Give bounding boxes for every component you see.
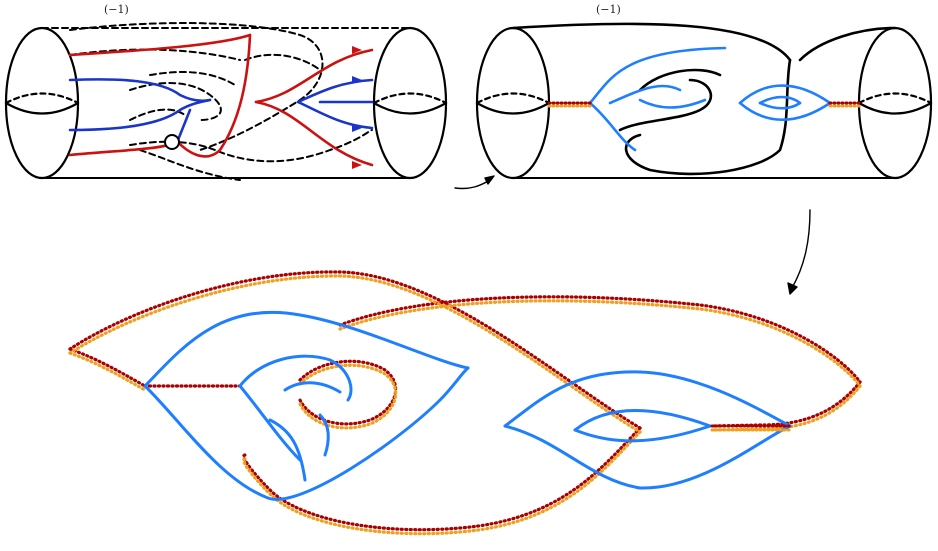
framing-label-right: (−1) — [596, 3, 621, 16]
handle-sphere-left-2 — [475, 26, 551, 180]
black-inner-strands — [618, 58, 792, 176]
handle-tube-2 — [511, 22, 897, 179]
panel-top-left — [4, 22, 448, 181]
arrow-top — [454, 175, 495, 190]
blue-strands-right — [503, 370, 792, 490]
blue-strands-left — [143, 310, 470, 501]
dotted-stubs-top — [547, 101, 861, 108]
panel-top-right — [475, 22, 933, 180]
panel-bottom — [68, 270, 862, 536]
handle-sphere-left — [4, 26, 80, 180]
handle-sphere-right-2 — [857, 26, 933, 180]
light-blue-strands — [588, 46, 832, 152]
framing-label-left: (−1) — [104, 3, 129, 16]
handle-sphere-right — [372, 26, 448, 180]
arrow-down — [787, 209, 811, 295]
red-strands — [68, 33, 374, 167]
dotted-connectors-right — [710, 424, 792, 432]
red-arrowheads — [352, 46, 362, 169]
dark-blue-strands — [68, 78, 374, 142]
dashed-black-strands — [69, 22, 373, 181]
small-circle-marker — [164, 134, 180, 150]
dotted-loops — [68, 270, 862, 536]
blue-arrowheads — [352, 76, 362, 132]
